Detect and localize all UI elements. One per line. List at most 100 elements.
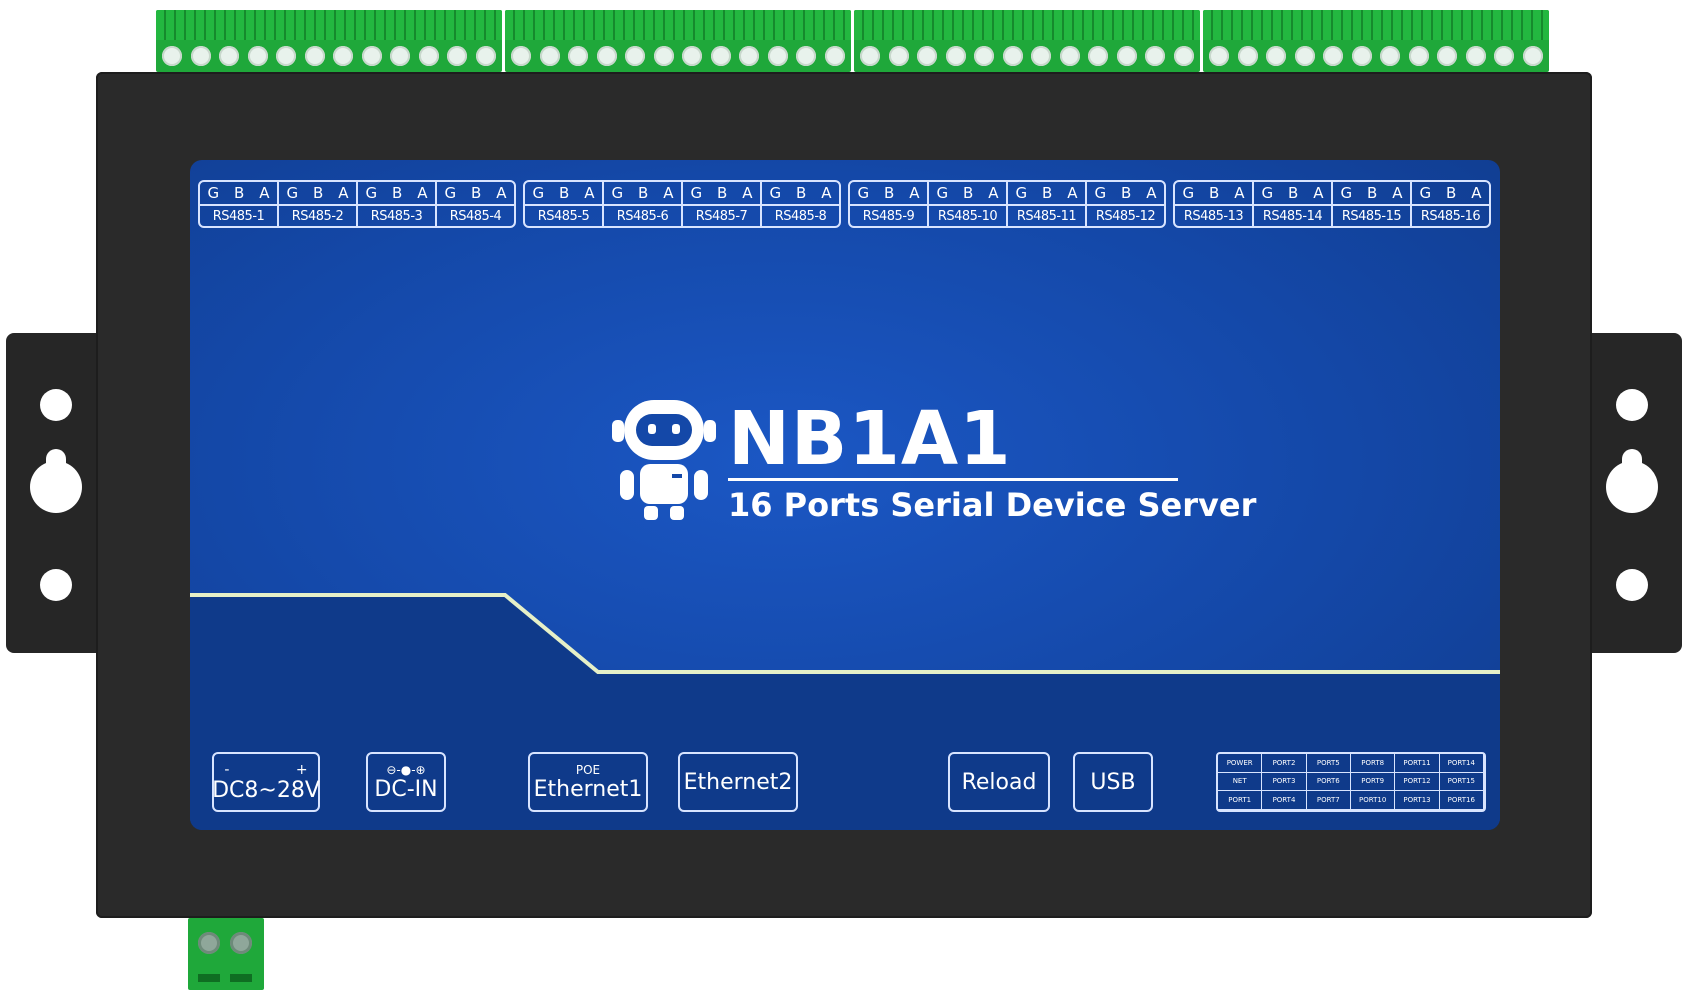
terminal-screw [511, 46, 531, 66]
terminal-screw [1002, 46, 1023, 66]
terminal-screws [860, 44, 1194, 70]
rs485-port-name: RS485-13 [1183, 208, 1244, 224]
pin-label: B [471, 184, 482, 202]
pin-label: A [663, 184, 674, 202]
rs485-port-name: RS485-16 [1420, 208, 1481, 224]
pin-label: G [857, 184, 870, 202]
terminal-block-3 [854, 10, 1200, 72]
pin-label: G [365, 184, 378, 202]
led-label: PORT1 [1218, 791, 1263, 810]
pin-label: G [532, 184, 545, 202]
terminal-screw [653, 46, 674, 66]
pin-label: G [1261, 184, 1274, 202]
pin-label: G [1419, 184, 1432, 202]
minus-sign: - [224, 761, 230, 778]
led-label: PORT4 [1262, 791, 1307, 810]
terminal-screw [682, 46, 703, 66]
pin-label: G [207, 184, 220, 202]
pin-label: G [1015, 184, 1028, 202]
rs485-port-name: RS485-3 [370, 208, 423, 224]
terminal-screw [568, 46, 589, 66]
terminal-screw [1059, 46, 1080, 66]
rs485-port-name: RS485-11 [1016, 208, 1077, 224]
product-subtitle: 16 Ports Serial Device Server [728, 486, 1257, 524]
terminal-screw [1465, 46, 1486, 66]
rs485-port-name: RS485-4 [449, 208, 502, 224]
pin-label: B [392, 184, 403, 202]
robot-mascot-icon [612, 400, 716, 520]
terminal-screw [390, 46, 411, 66]
pin-label: B [884, 184, 895, 202]
led-label: PORT6 [1306, 772, 1351, 792]
ethernet2-port[interactable]: Ethernet2 [678, 752, 798, 812]
led-label: PORT7 [1306, 791, 1351, 810]
rs485-port-name: RS485-6 [616, 208, 669, 224]
terminal-screw [917, 46, 938, 66]
pin-label: A [742, 184, 753, 202]
terminal-screw [475, 46, 496, 66]
terminal-screw [888, 46, 909, 66]
mounting-ear-right [1582, 333, 1682, 653]
ethernet1-port[interactable]: POE Ethernet1 [528, 752, 648, 812]
terminal-screw [1209, 46, 1229, 66]
usb-port[interactable]: USB [1073, 752, 1153, 812]
panel-swoosh [190, 593, 1500, 830]
terminal-block-4 [1203, 10, 1549, 72]
pin-label: A [988, 184, 999, 202]
pin-label: A [1234, 184, 1245, 202]
reload-label: Reload [961, 769, 1037, 795]
rs485-port-name: RS485-15 [1341, 208, 1402, 224]
pin-label: B [717, 184, 728, 202]
led-label: PORT12 [1395, 772, 1440, 792]
rs485-port-name: RS485-8 [774, 208, 827, 224]
terminal-screw [1237, 46, 1258, 66]
terminal-screw [276, 46, 297, 66]
power-terminal-block [188, 918, 264, 990]
terminal-screw [1437, 46, 1458, 66]
terminal-screw [1294, 46, 1315, 66]
led-label: POWER [1218, 754, 1263, 773]
pin-label: B [796, 184, 807, 202]
pin-label: A [909, 184, 920, 202]
dc-in-jack[interactable]: ⊖-●-⊕ DC-IN [366, 752, 446, 812]
pin-label: A [496, 184, 507, 202]
terminal-screw [1408, 46, 1429, 66]
terminal-screw [333, 46, 354, 66]
terminal-screw [304, 46, 325, 66]
pin-label: A [1146, 184, 1157, 202]
terminal-screw [1323, 46, 1344, 66]
terminal-screw [945, 46, 966, 66]
terminal-screw [1088, 46, 1109, 66]
terminal-screws [1209, 44, 1543, 70]
pin-label: B [1288, 184, 1299, 202]
pin-label: B [313, 184, 324, 202]
rs485-port-name: RS485-1 [212, 208, 265, 224]
terminal-screw [247, 46, 268, 66]
reload-button[interactable]: Reload [948, 752, 1050, 812]
plus-sign: + [295, 761, 308, 778]
terminal-screw [539, 46, 560, 66]
pin-label: G [611, 184, 624, 202]
led-label: PORT3 [1262, 772, 1307, 792]
led-label: PORT13 [1395, 791, 1440, 810]
terminal-screw [1494, 46, 1515, 66]
